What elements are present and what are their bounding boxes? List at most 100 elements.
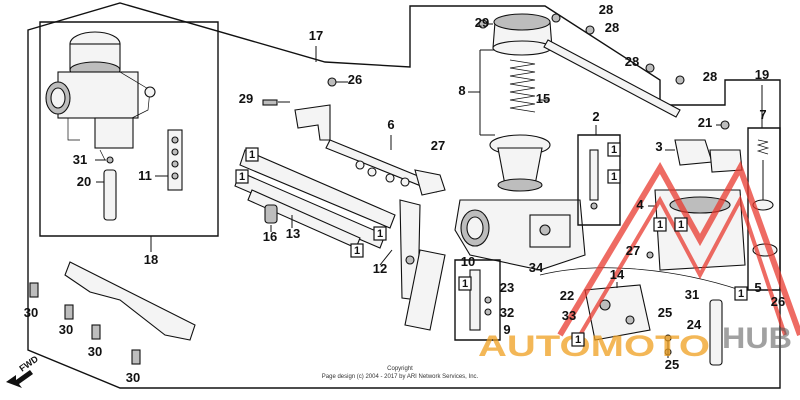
callout-26: 26	[771, 294, 785, 309]
callout-33: 33	[562, 308, 576, 323]
clamps-3	[665, 120, 743, 173]
callout-5: 5	[754, 280, 761, 295]
boxed-ref-1: 1	[458, 276, 472, 291]
callout-18: 18	[144, 252, 158, 267]
callout-19: 19	[755, 67, 769, 82]
boxed-ref-1: 1	[607, 169, 621, 184]
callout-25: 25	[658, 305, 672, 320]
callout-14: 14	[610, 267, 625, 282]
callout-28: 28	[703, 69, 717, 84]
callout-30: 30	[59, 322, 73, 337]
boxed-ref-number: 1	[611, 144, 617, 156]
boxed-ref-frame	[674, 217, 688, 232]
boxed-ref-1: 1	[607, 142, 621, 157]
watermark-text-hub: HUB	[722, 322, 792, 355]
carburetor-assembly-illustration	[45, 31, 156, 161]
boxed-ref-frame	[458, 276, 472, 291]
lower-bracket-and-bolts-30	[29, 261, 196, 365]
boxed-ref-frame	[235, 169, 249, 184]
callout-2: 2	[592, 109, 599, 124]
callout-6: 6	[387, 117, 394, 132]
jet-group-box-10	[404, 249, 501, 341]
forward-direction-indicator: FWD	[6, 353, 40, 388]
boxed-ref-frame	[373, 226, 387, 241]
callout-24: 24	[687, 317, 702, 332]
small-parts-stack-11	[155, 129, 183, 191]
callout-11: 11	[138, 168, 152, 183]
boxed-ref-frame	[653, 217, 667, 232]
automotohub-watermark: AUTOMOTO HUB	[478, 160, 800, 363]
callout-28: 28	[605, 20, 619, 35]
callout-28: 28	[625, 54, 639, 69]
callout-13: 13	[286, 226, 300, 241]
callout-26: 26	[348, 72, 362, 87]
boxed-ref-number: 1	[611, 171, 617, 183]
bracket-and-screws-29-26	[262, 46, 348, 141]
boxed-ref-number: 1	[657, 219, 663, 231]
callout-30: 30	[88, 344, 102, 359]
boxed-ref-number: 1	[678, 219, 684, 231]
watermark-text-automoto: AUTOMOTO	[478, 330, 710, 363]
callout-9: 9	[503, 322, 510, 337]
rail-bar	[478, 13, 685, 118]
boxed-ref-frame	[350, 243, 364, 258]
boxed-ref-number: 1	[239, 171, 245, 183]
callout-29: 29	[239, 91, 253, 106]
callout-27: 27	[431, 138, 445, 153]
fwd-label: FWD	[17, 353, 40, 373]
callout-30: 30	[126, 370, 140, 385]
callout-21: 21	[698, 115, 712, 130]
boxed-ref-1: 1	[653, 217, 667, 232]
drain-tube-20	[95, 156, 117, 221]
callout-22: 22	[560, 288, 574, 303]
callout-29: 29	[475, 15, 489, 30]
boxed-ref-number: 1	[738, 288, 744, 300]
boxed-ref-number: 1	[377, 228, 383, 240]
boxed-ref-frame	[607, 142, 621, 157]
callout-31: 31	[685, 287, 699, 302]
watermark-logo-mark	[557, 160, 800, 337]
tube-24-25	[664, 299, 723, 366]
callout-7: 7	[759, 107, 766, 122]
boxed-ref-frame	[607, 169, 621, 184]
callout-30: 30	[24, 305, 38, 320]
callout-12: 12	[373, 261, 387, 276]
copyright-heading: Copyright	[387, 366, 413, 372]
boxed-ref-1: 1	[571, 332, 585, 347]
center-carburetor-body	[454, 13, 586, 271]
boxed-ref-number: 1	[354, 245, 360, 257]
callout-28: 28	[599, 2, 613, 17]
boxed-ref-number: 1	[249, 149, 255, 161]
callout-3: 3	[655, 139, 662, 154]
boxed-ref-number: 1	[575, 334, 581, 346]
callout-4: 4	[636, 197, 644, 212]
callout-8: 8	[458, 83, 465, 98]
boxed-ref-1: 1	[674, 217, 688, 232]
assembly-inset-box	[39, 21, 219, 237]
boxed-ref-1: 1	[734, 286, 748, 301]
copyright-notice: Page design (c) 2004 - 2017 by ARI Netwo…	[322, 374, 479, 380]
boxed-ref-frame	[245, 147, 259, 162]
boxed-ref-1: 1	[235, 169, 249, 184]
boxed-ref-1: 1	[350, 243, 364, 258]
callout-31: 31	[73, 152, 87, 167]
callout-15: 15	[536, 91, 550, 106]
callout-32: 32	[500, 305, 514, 320]
boxed-ref-frame	[734, 286, 748, 301]
callout-16: 16	[263, 229, 277, 244]
needle-group-box-2	[577, 125, 621, 226]
callout-10: 10	[461, 254, 475, 269]
callout-27: 27	[626, 243, 640, 258]
hose-line	[539, 267, 741, 291]
boxed-ref-number: 1	[462, 278, 468, 290]
callout-25: 25	[665, 357, 679, 372]
callout-17: 17	[309, 28, 323, 43]
boxed-ref-1: 1	[245, 147, 259, 162]
callout-23: 23	[500, 280, 514, 295]
boxed-ref-1: 1	[373, 226, 387, 241]
callout-20: 20	[77, 174, 91, 189]
boxed-ref-frame	[571, 332, 585, 347]
